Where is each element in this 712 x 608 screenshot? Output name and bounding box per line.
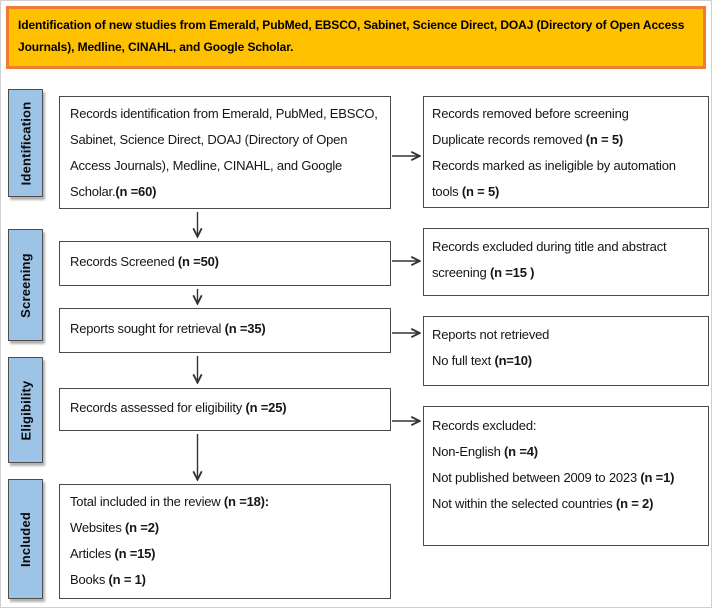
stage-label-screening: Screening (8, 229, 43, 341)
box-reports-sought: Reports sought for retrieval (n =35) (59, 308, 391, 353)
stage-label-included-text: Included (18, 511, 33, 567)
stage-label-eligibility: Eligibility (8, 357, 43, 463)
stage-label-included: Included (8, 479, 43, 599)
box-records-screened: Records Screened (n =50) (59, 241, 391, 286)
stage-label-identification-text: Identification (18, 101, 34, 185)
title-banner: Identification of new studies from Emera… (6, 6, 706, 69)
box-records-excluded-title-abstract: Records excluded during title and abstra… (423, 228, 709, 296)
stage-label-screening-text: Screening (18, 252, 33, 318)
box-records-identification: Records identification from Emerald, Pub… (59, 96, 391, 209)
stage-label-eligibility-text: Eligibility (18, 380, 34, 440)
box-records-assessed: Records assessed for eligibility (n =25) (59, 388, 391, 431)
box-total-included: Total included in the review (n =18):Web… (59, 484, 391, 599)
stage-label-identification: Identification (8, 89, 43, 197)
box-records-excluded-eligibility: Records excluded:Non-English (n =4)Not p… (423, 406, 709, 546)
